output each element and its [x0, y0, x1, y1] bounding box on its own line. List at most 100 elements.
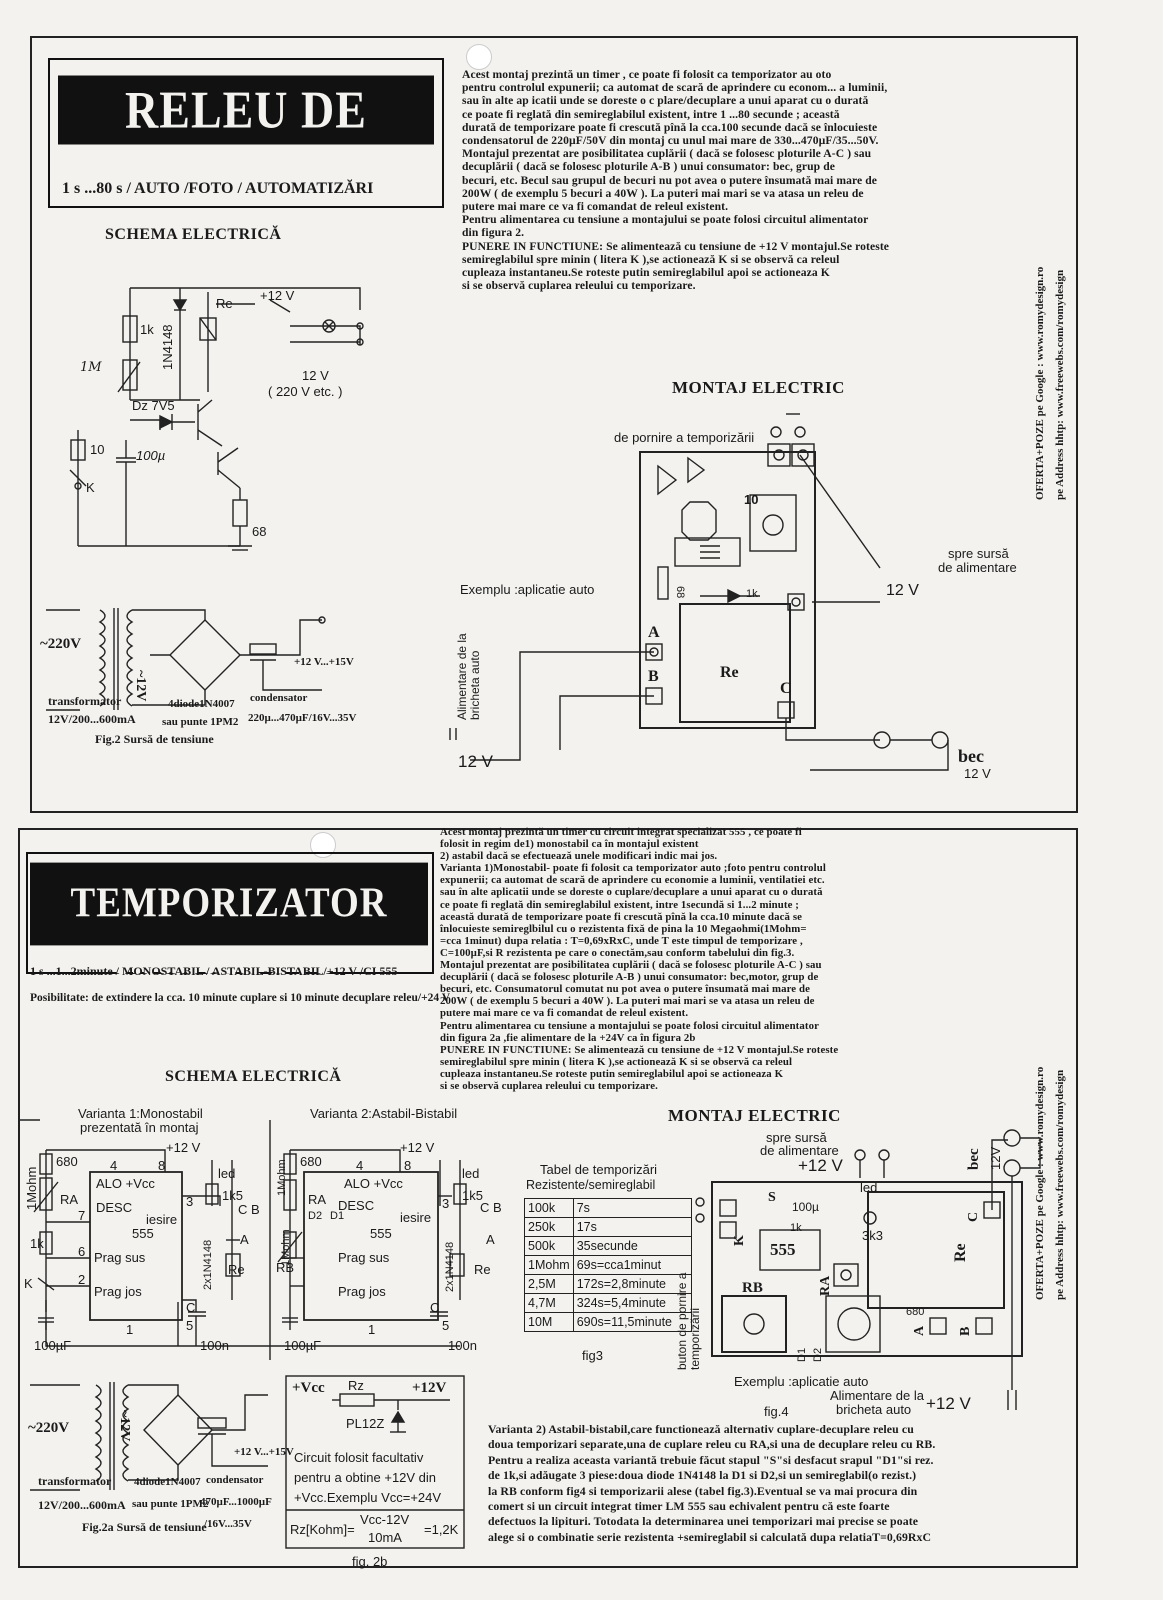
- top-frame: [30, 36, 1078, 813]
- desc-line: becuri, etc. Becul sau grupul de becuri …: [462, 173, 878, 187]
- psu2-cond: condensator: [206, 1474, 264, 1486]
- montaj-bec: bec: [958, 746, 984, 766]
- ic2-cb: C B: [480, 1200, 502, 1215]
- desc-line: cupleaza instantaneu.Se roteste putin se…: [440, 1067, 784, 1080]
- bottom-title-banner: [26, 852, 434, 974]
- desc-line: pentru controlul expunerii; ca automat d…: [462, 81, 888, 95]
- ic1-alo: ALO +Vcc: [96, 1176, 155, 1191]
- ic2-iesire: iesire: [400, 1210, 432, 1225]
- desc-line: Montajul prezentat are posibilitatea cup…: [462, 147, 872, 161]
- desc-line: de 1k,si adăugate 3 piese:doua diode 1N4…: [488, 1468, 917, 1483]
- ic1-r680: 680: [56, 1154, 78, 1169]
- ic2-cap100u: 100µF: [284, 1338, 322, 1353]
- ic1-pin5: 5: [186, 1318, 194, 1333]
- m2-1k: 1k: [790, 1222, 802, 1234]
- table-cell-r: 2,5M: [524, 1274, 574, 1294]
- desc-line: Acest montaj prezintă un timer , ce poat…: [462, 68, 832, 81]
- ic1-cap100n: 100n: [200, 1338, 229, 1353]
- table-cell-t: 324s=5,4minute: [572, 1293, 692, 1313]
- table-cell-r: 4,7M: [524, 1293, 574, 1313]
- fig2b-caption: fig. 2b: [352, 1554, 388, 1569]
- label-cap: 100µ: [136, 448, 166, 463]
- montaj-sursa1: spre sursă: [948, 546, 1009, 561]
- desc-line: putere mai mare ce va fi comandat de rel…: [462, 200, 729, 214]
- ic2-c: C: [430, 1300, 440, 1315]
- bottom-schema-heading: SCHEMA ELECTRICĂ: [165, 1068, 342, 1085]
- psu2-cond-spec: 470µF...1000µF: [200, 1496, 272, 1508]
- ic1-pin2: 2: [78, 1272, 86, 1287]
- label-k: K: [86, 480, 95, 495]
- label-re: Re: [216, 296, 233, 311]
- ic2-prag-jos: Prag jos: [338, 1284, 386, 1299]
- desc-line: alege si o combinatie serie rezistenta +…: [488, 1529, 932, 1544]
- desc-line: ce poate fi reglată din semireglabilul e…: [462, 107, 840, 121]
- ic2-re: Re: [474, 1262, 491, 1277]
- ic1-prag-sus: Prag sus: [94, 1250, 146, 1265]
- ic2-pot-b: 1Mohm: [280, 1229, 292, 1266]
- m2-a: A: [912, 1325, 927, 1336]
- m2-d1: D1: [796, 1347, 808, 1362]
- ic2-rb: RB: [276, 1260, 295, 1275]
- ic1-re: Re: [228, 1262, 245, 1277]
- ic1-a: A: [240, 1232, 249, 1247]
- psu-cond-spec: 220µ...470µF/16V...35V: [248, 712, 357, 724]
- psu2-12v: ~12V: [117, 1410, 132, 1442]
- table-cell-t: 35secunde: [572, 1236, 692, 1256]
- ic2-r1k5: 1k5: [462, 1188, 483, 1203]
- fig2b-vcc: +Vcc: [292, 1380, 325, 1396]
- top-title: RELEU DE TIMP-12V: [58, 75, 434, 208]
- m2-680: 680: [906, 1306, 925, 1318]
- top-subtitle: 1 s ...80 s / AUTO /FOTO / AUTOMATIZĂRI: [62, 180, 374, 197]
- desc-line: 200W ( de exemplu 5 becuri a 40W ). La p…: [462, 186, 864, 200]
- ic2-ra: RA: [308, 1192, 327, 1207]
- fig2b-formula-left: Rz[Kohm]=: [290, 1522, 355, 1537]
- label-pot: 1M: [80, 360, 102, 375]
- desc-line: Varianta 2) Astabil-bistabil,care functi…: [488, 1422, 914, 1436]
- fig2b-line3: +Vcc.Exemplu Vcc=+24V: [294, 1490, 442, 1505]
- psu-transformer-spec: 12V/200...600mA: [48, 712, 136, 726]
- ic1-pin4: 4: [110, 1158, 118, 1173]
- psu2-bridge: sau punte 1PM2: [132, 1498, 209, 1510]
- m2-alim2: bricheta auto: [836, 1402, 912, 1417]
- ic1-ra: RA: [60, 1192, 79, 1207]
- table-cell-r: 10M: [524, 1312, 574, 1332]
- ic2-led: led: [462, 1166, 480, 1181]
- ic1-555: 555: [132, 1226, 154, 1241]
- desc-line: înlocuieste semireglbilul cu o rezistent…: [440, 922, 807, 935]
- montaj-b: B: [648, 668, 659, 685]
- top-description: Acest montaj prezintă un timer , ce poat…: [462, 68, 1042, 292]
- ic2-a: A: [486, 1232, 495, 1247]
- ic2-r680: 680: [300, 1154, 322, 1169]
- ic2-alo: ALO +Vcc: [344, 1176, 403, 1191]
- m2-alim1: Alimentare de la: [830, 1388, 924, 1403]
- variant1-title-2: prezentată în montaj: [80, 1120, 199, 1135]
- ic2-pin3: 3: [442, 1196, 450, 1211]
- fig2b-zener: PL12Z: [346, 1416, 385, 1431]
- ic2-diode: 2x1N4148: [444, 1241, 456, 1292]
- desc-line: decuplării ( dacă se folosesc ploturile …: [462, 160, 836, 174]
- table-cell-r: 250k: [524, 1217, 574, 1237]
- desc-line: putere mai mare ce va fi comandat de rel…: [440, 1007, 689, 1020]
- ic2-prag-sus: Prag sus: [338, 1250, 390, 1265]
- desc-line: Montajul prezentat are posibilitatea cup…: [440, 959, 822, 972]
- desc-line: sau în alte aplicatii unde se doreste o …: [440, 886, 823, 899]
- table-cell-r: 500k: [524, 1236, 574, 1256]
- m2-ra: RA: [818, 1275, 833, 1296]
- ic1-r1k: 1k: [30, 1236, 44, 1251]
- table-cell-t: 7s: [572, 1198, 692, 1218]
- m2-rb: RB: [742, 1280, 763, 1296]
- table-cell-r: 1Mohm: [524, 1255, 574, 1275]
- bottom-frame: [18, 828, 1078, 1568]
- label-r10: 10: [90, 442, 105, 457]
- m2-cap: 100µ: [792, 1200, 819, 1214]
- desc-line: Varianta 1)Monostabil- poate fi folosit …: [440, 862, 826, 875]
- ic2-pin8: 8: [404, 1158, 412, 1173]
